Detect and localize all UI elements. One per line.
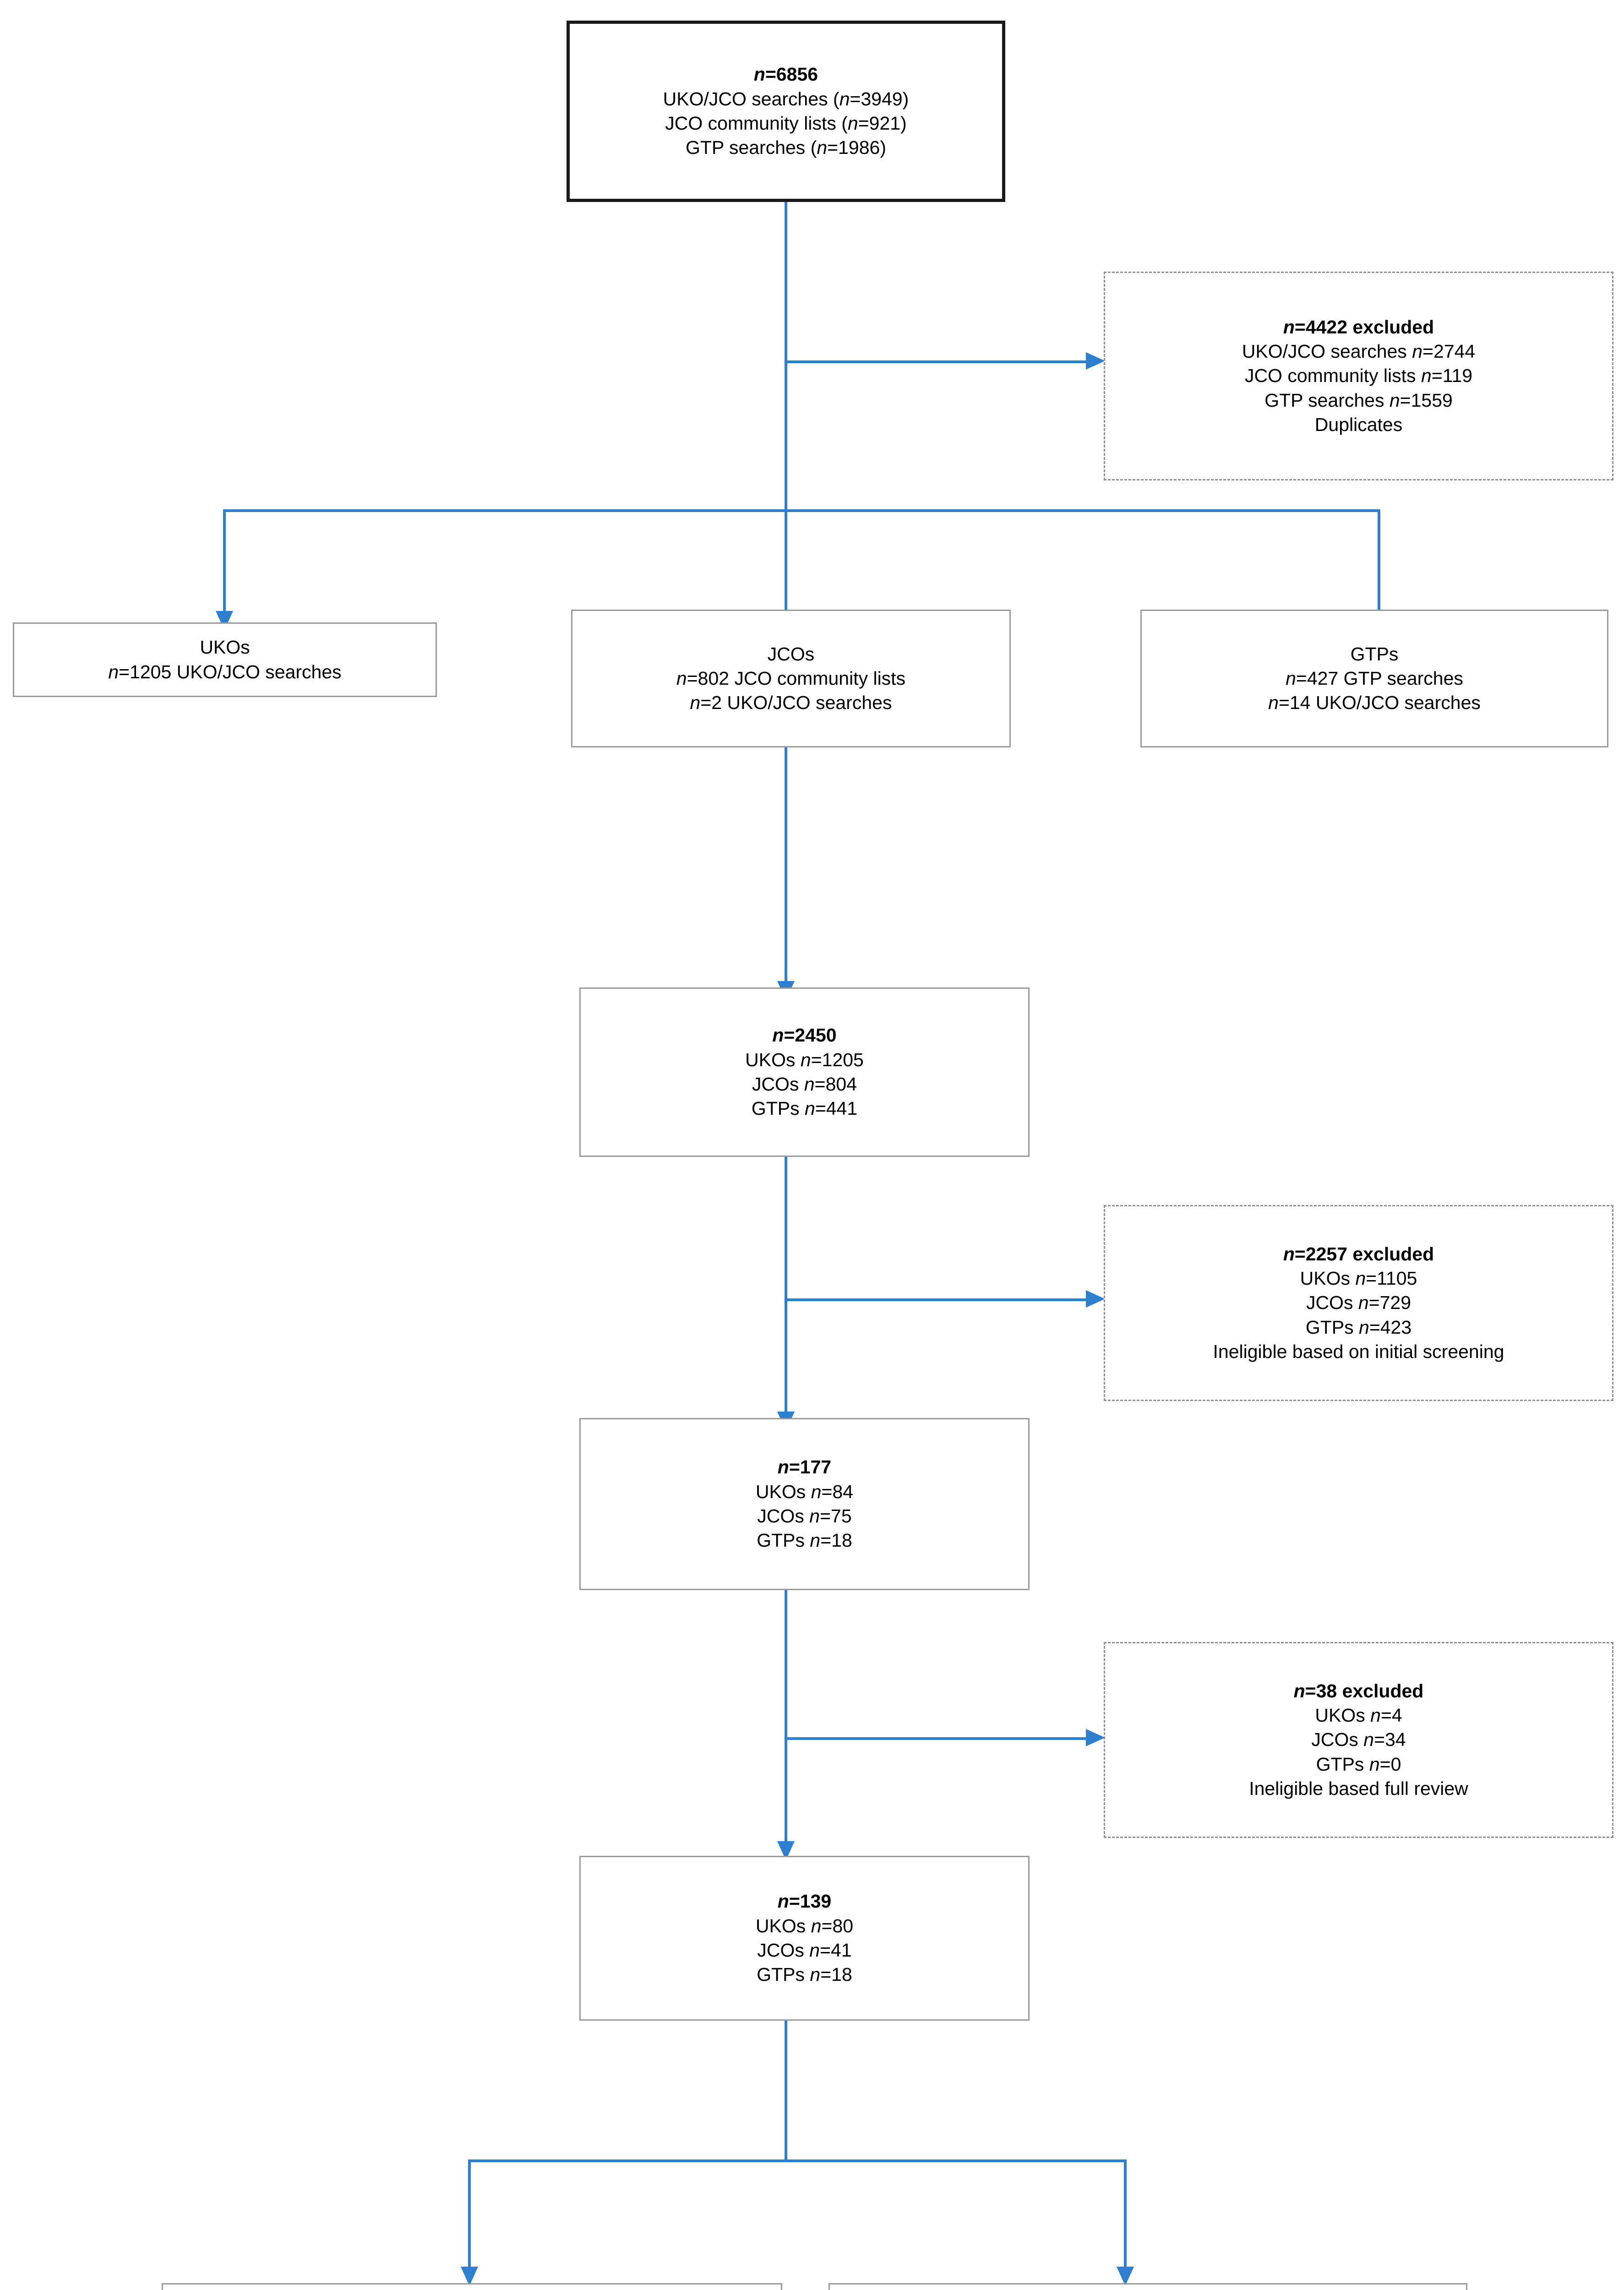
- screened-total: n=2450: [772, 1025, 837, 1046]
- excluded2-reason: Ineligible based on initial screening: [1213, 1341, 1504, 1362]
- identified-source-3: GTP searches (n=1986): [686, 137, 886, 158]
- included-jcos: JCOs n=41: [757, 1940, 852, 1961]
- gtps-title: GTPs: [1350, 643, 1399, 665]
- connector-identified-trunk: [785, 202, 787, 512]
- connector-included-trunk: [785, 2021, 787, 2161]
- excluded3-gtps: GTPs n=0: [1316, 1753, 1401, 1775]
- screened-gtps: GTPs n=441: [751, 1098, 858, 1119]
- screened-ukos: UKOs n=1205: [745, 1049, 864, 1070]
- ukos-source-1: n=1205 UKO/JCO searches: [108, 661, 342, 682]
- node-websites-with-brca: n=79 websites with BRCA information UKOs…: [162, 2283, 782, 2290]
- ukos-title: UKOs: [200, 637, 250, 658]
- excluded3-ukos: UKOs n=4: [1315, 1705, 1402, 1726]
- jcos-source-2: n=2 UKO/JCO searches: [690, 692, 892, 714]
- eligible-gtps: GTPs n=18: [757, 1530, 852, 1551]
- excluded2-jcos: JCOs n=729: [1306, 1292, 1411, 1314]
- connector-arm-ukos: [223, 509, 226, 611]
- connector-to-excluded1: [785, 360, 1086, 363]
- arrowhead-without-brca: [1117, 2267, 1134, 2286]
- arrowhead-to-excluded1: [1086, 352, 1105, 370]
- included-gtps: GTPs n=18: [757, 1964, 852, 1985]
- connector-jcos-to-screened: [785, 747, 787, 981]
- excluded1-reason: Duplicates: [1314, 414, 1403, 435]
- node-excluded-after-search: n=4422 excluded UKO/JCO searches n=2744 …: [1104, 272, 1613, 480]
- excluded3-jcos: JCOs n=34: [1311, 1729, 1406, 1750]
- node-excluded-full-review: n=38 excluded UKOs n=4 JCOs n=34 GTPs n=…: [1104, 1642, 1613, 1838]
- connector-eligible-to-included: [785, 1590, 787, 1841]
- connector-screened-to-eligible: [785, 1157, 787, 1412]
- eligible-jcos: JCOs n=75: [757, 1505, 852, 1527]
- node-records-included: n=139 UKOs n=80 JCOs n=41 GTPs n=18: [579, 1856, 1030, 2021]
- connector-arm-without-brca: [1124, 2159, 1127, 2267]
- node-jcos-group: JCOs n=802 JCO community lists n=2 UKO/J…: [571, 610, 1011, 747]
- node-excluded-initial-screening: n=2257 excluded UKOs n=1105 JCOs n=729 G…: [1104, 1205, 1613, 1401]
- excluded2-ukos: UKOs n=1105: [1300, 1268, 1417, 1289]
- excluded1-total: n=4422 excluded: [1283, 316, 1434, 338]
- excluded1-source-2: JCO community lists n=119: [1244, 365, 1473, 387]
- gtps-source-1: n=427 GTP searches: [1286, 667, 1463, 689]
- identified-source-1: UKO/JCO searches (n=3949): [663, 88, 909, 109]
- node-identified-records: n=6856 UKO/JCO searches (n=3949) JCO com…: [567, 21, 1005, 202]
- jcos-title: JCOs: [767, 643, 815, 665]
- included-total: n=139: [777, 1891, 832, 1912]
- arrowhead-to-excluded3: [1086, 1729, 1105, 1746]
- connector-to-excluded2: [785, 1298, 1086, 1301]
- connector-arm-with-brca: [468, 2159, 471, 2267]
- node-gtps-group: GTPs n=427 GTP searches n=14 UKO/JCO sea…: [1140, 610, 1608, 747]
- connector-to-excluded3: [785, 1737, 1086, 1740]
- arrowhead-to-excluded2: [1086, 1290, 1105, 1308]
- identified-source-2: JCO community lists (n=921): [665, 113, 907, 134]
- eligible-total: n=177: [777, 1456, 832, 1478]
- excluded1-source-1: UKO/JCO searches n=2744: [1242, 341, 1476, 362]
- connector-two-way-bar: [468, 2159, 1127, 2162]
- node-records-eligible: n=177 UKOs n=84 JCOs n=75 GTPs n=18: [579, 1418, 1030, 1590]
- gtps-source-2: n=14 UKO/JCO searches: [1268, 692, 1481, 714]
- node-websites-without-brca: n=60 websites without BRCA information U…: [828, 2283, 1467, 2290]
- connector-arm-jcos: [785, 509, 787, 611]
- node-records-screened: n=2450 UKOs n=1205 JCOs n=804 GTPs n=441: [579, 987, 1030, 1157]
- eligible-ukos: UKOs n=84: [755, 1481, 854, 1502]
- excluded3-reason: Ineligible based full review: [1249, 1777, 1468, 1799]
- excluded2-gtps: GTPs n=423: [1305, 1316, 1412, 1338]
- excluded1-source-3: GTP searches n=1559: [1264, 389, 1453, 411]
- excluded3-total: n=38 excluded: [1293, 1680, 1424, 1701]
- excluded2-total: n=2257 excluded: [1283, 1243, 1434, 1265]
- jcos-source-1: n=802 JCO community lists: [676, 667, 906, 689]
- screened-jcos: JCOs n=804: [752, 1074, 857, 1095]
- included-ukos: UKOs n=80: [755, 1915, 854, 1936]
- identified-total: n=6856: [753, 64, 818, 85]
- arrowhead-with-brca: [461, 2267, 478, 2286]
- node-ukos-group: UKOs n=1205 UKO/JCO searches: [13, 622, 437, 697]
- connector-three-way-bar: [223, 509, 1380, 512]
- connector-arm-gtps: [1378, 509, 1380, 611]
